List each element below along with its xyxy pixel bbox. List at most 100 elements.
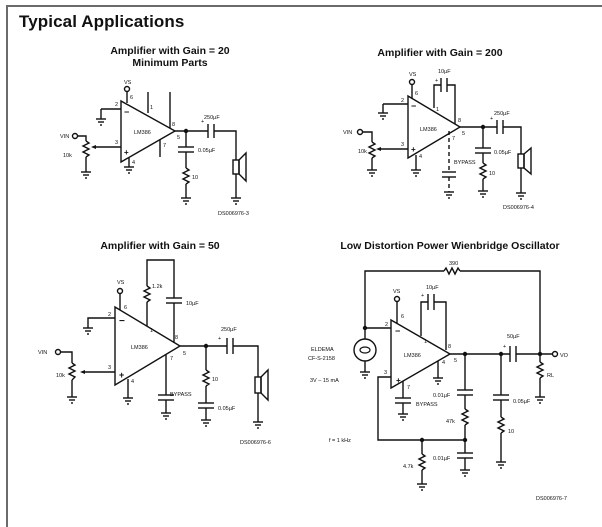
plus-sign-2: + xyxy=(411,145,416,154)
vs-terminal-2 xyxy=(408,78,416,86)
series-res-value: 47k xyxy=(446,419,455,425)
pin-7-label: 7 xyxy=(170,356,173,362)
pin-4-label: 4 xyxy=(131,379,134,385)
vs-terminal-1 xyxy=(123,85,131,93)
pin-2-label: 2 xyxy=(108,312,111,318)
potentiometer-icon xyxy=(367,141,377,159)
ic-label-4: LM386 xyxy=(404,353,421,359)
wire xyxy=(146,259,175,298)
vin-label-3: VIN xyxy=(38,350,47,356)
minus-sign-1: − xyxy=(124,107,129,117)
vo-label: VO xyxy=(560,353,569,359)
ground-icon xyxy=(367,169,377,177)
potentiometer-icon xyxy=(67,362,77,381)
wire xyxy=(420,301,428,336)
resistor-icon xyxy=(496,416,506,434)
minus-sign-3: − xyxy=(119,316,125,327)
wire xyxy=(78,135,87,141)
resistor-icon xyxy=(443,266,461,276)
vin-terminal-3 xyxy=(54,348,62,356)
resistor-icon xyxy=(142,285,152,303)
wire xyxy=(364,270,444,328)
figure-ref-1: DS006976-3 xyxy=(218,211,249,217)
resistor-icon xyxy=(478,162,488,180)
pin-6-label: 6 xyxy=(415,91,418,97)
plus-sign: + xyxy=(421,293,424,299)
pin-1-label: 1 xyxy=(424,339,427,345)
pot-value-1: 10k xyxy=(63,153,72,159)
plus-sign: + xyxy=(503,344,506,350)
pin-8-label: 8 xyxy=(448,344,451,350)
output-cap-value-3: 250µF xyxy=(221,327,237,333)
ground-icon xyxy=(378,112,388,120)
lamp-model-line2: CF-S-2158 xyxy=(308,356,335,362)
schematic-4: 390 LM386 − + VS 6 + 10µF 1 8 2 ELDEMA C… xyxy=(308,261,569,502)
pin-7-label: 7 xyxy=(163,143,166,149)
ground-icon xyxy=(478,190,488,198)
minus-sign-2: − xyxy=(411,101,416,111)
lamp-rating: 3V – 15 mA xyxy=(310,378,339,384)
pin-6-label: 6 xyxy=(124,305,127,311)
figure-ref-2: DS006976-4 xyxy=(503,205,534,211)
ground-icon xyxy=(201,419,211,427)
zobel-res-value-3: 10 xyxy=(212,377,218,383)
figure-ref-4: DS006976-7 xyxy=(536,496,567,502)
wire xyxy=(434,301,447,350)
plus-sign-4: + xyxy=(396,376,401,385)
wire xyxy=(447,84,456,124)
schematic-2: LM386 − + VS 6 + 10µF 1 8 2 3 VIN 10k 4 … xyxy=(343,69,534,211)
output-cap-value-1: 250µF xyxy=(204,115,220,121)
wire xyxy=(214,130,237,160)
speaker-cone-icon xyxy=(238,151,247,183)
pin-4-label: 4 xyxy=(419,154,422,160)
ic-label-3: LM386 xyxy=(131,345,148,351)
vs-label-4: VS xyxy=(393,289,401,295)
ground-icon xyxy=(123,397,133,405)
ground-icon xyxy=(444,191,454,199)
zobel-cap-value-2: 0.05µF xyxy=(494,150,512,156)
pin-5-label: 5 xyxy=(177,135,180,141)
ground-icon xyxy=(67,396,77,404)
zobel-cap-value-3: 0.05µF xyxy=(218,406,236,412)
vs-terminal-3 xyxy=(116,287,124,295)
ic-label-1: LM386 xyxy=(134,130,151,136)
ground-icon xyxy=(181,197,191,205)
zobel-res-value-4: 10 xyxy=(508,429,514,435)
plus-sign-1: + xyxy=(124,148,129,157)
ground-icon xyxy=(496,461,506,469)
vs-label-1: VS xyxy=(124,80,132,86)
wire xyxy=(433,84,441,108)
schematic-3-title: Amplifier with Gain = 50 xyxy=(100,240,220,252)
vs-label-3: VS xyxy=(117,280,125,286)
gain-res-value-3: 1.2k xyxy=(152,284,163,290)
output-cap-value-4: 50µF xyxy=(507,334,520,340)
schematic-4-title: Low Distortion Power Wienbridge Oscillat… xyxy=(340,240,560,252)
zobel-res-value-1: 10 xyxy=(192,175,198,181)
frequency-label: f = 1 kHz xyxy=(329,438,351,444)
speaker-cone-icon xyxy=(260,368,269,402)
ground-icon xyxy=(231,197,241,205)
wire xyxy=(363,131,373,142)
resistor-icon xyxy=(460,408,470,426)
page-border xyxy=(6,5,602,527)
speaker-cone-icon xyxy=(523,146,532,176)
pin-8-label: 8 xyxy=(175,335,178,341)
zobel-cap-value-1: 0.05µF xyxy=(198,148,216,154)
bypass-label-4: BYPASS xyxy=(416,402,438,408)
minus-sign-4: − xyxy=(395,326,400,336)
vs-label-2: VS xyxy=(409,72,417,78)
figure-ref-3: DS006976-6 xyxy=(240,440,271,446)
ground-icon xyxy=(460,469,470,477)
load-res-label: RL xyxy=(547,373,554,379)
pin-4-label: 4 xyxy=(442,360,445,366)
pin-1-label: 1 xyxy=(150,328,153,334)
lm386-amplifier-3 xyxy=(114,305,182,387)
ic-label-2: LM386 xyxy=(420,127,437,133)
lm386-amplifier-1 xyxy=(120,99,177,164)
lm386-amplifier-2 xyxy=(407,94,462,160)
schematic-1-title-line2: Minimum Parts xyxy=(132,57,208,69)
pin-7-label: 7 xyxy=(407,385,410,391)
pin-6-label: 6 xyxy=(130,95,133,101)
ground-icon xyxy=(161,412,171,420)
schematic-1-title-line1: Amplifier with Gain = 20 xyxy=(110,45,230,57)
